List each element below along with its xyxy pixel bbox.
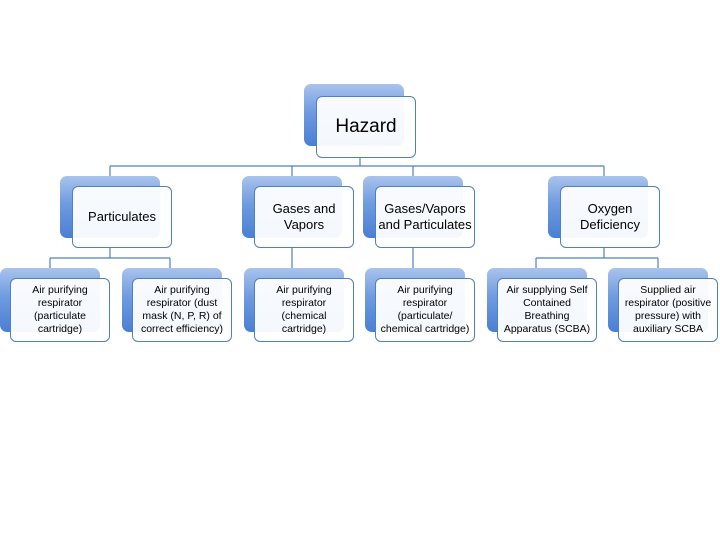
node-particulates-label: Particulates <box>72 186 172 248</box>
node-apr-particulate-chemical-cartridge-label: Air purifying respirator (particulate/ c… <box>375 278 475 342</box>
node-apr-particulate-cartridge-label: Air purifying respirator (particulate ca… <box>10 278 110 342</box>
node-apr-chemical-cartridge-label: Air purifying respirator (chemical cartr… <box>254 278 354 342</box>
node-scba-label: Air supplying Self Contained Breathing A… <box>497 278 597 342</box>
node-gases-vapors-particulates-label: Gases/Vapors and Particulates <box>375 186 475 248</box>
node-apr-dust-mask-label: Air purifying respirator (dust mask (N, … <box>132 278 232 342</box>
node-oxygen-deficiency-label: Oxygen Deficiency <box>560 186 660 248</box>
node-supplied-air-respirator-label: Supplied air respirator (positive pressu… <box>618 278 718 342</box>
node-gases-and-vapors-label: Gases and Vapors <box>254 186 354 248</box>
node-hazard-label: Hazard <box>316 96 416 158</box>
